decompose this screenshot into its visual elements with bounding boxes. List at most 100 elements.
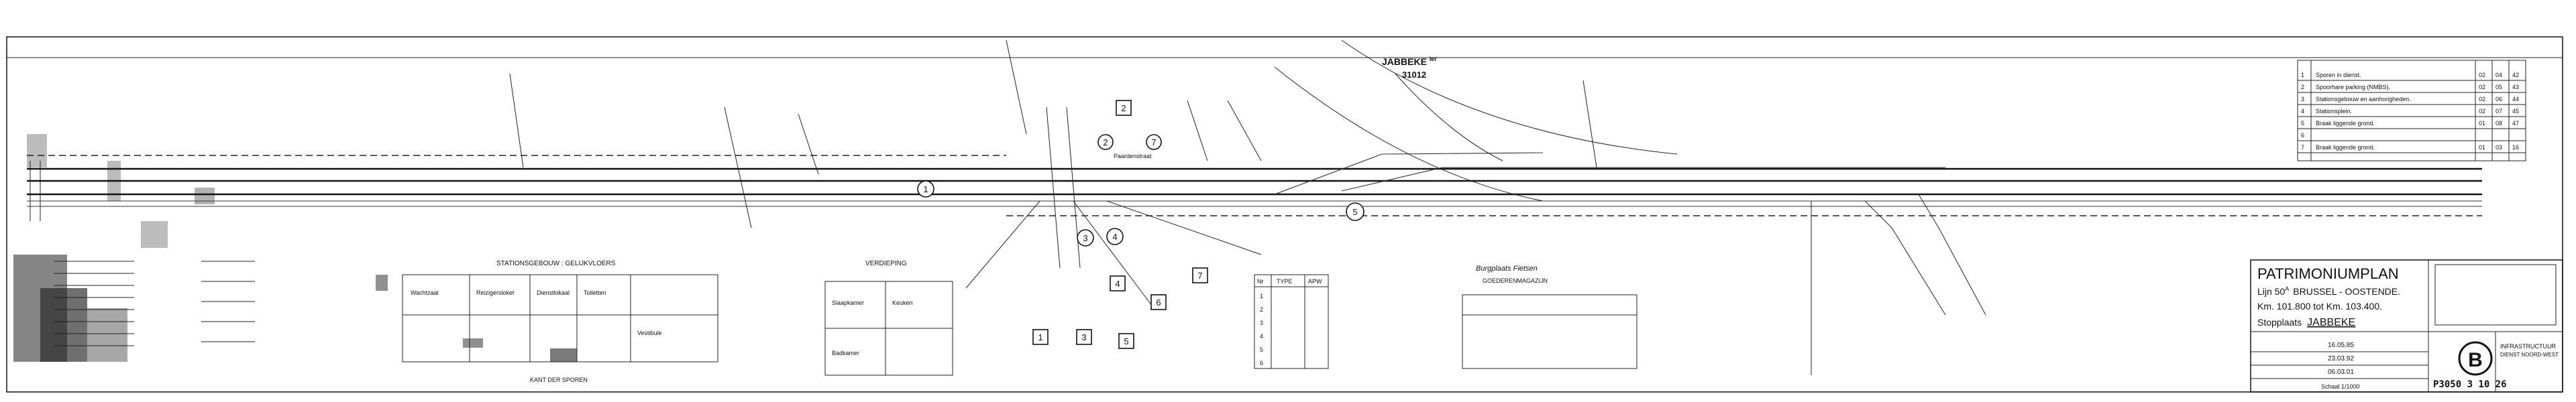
- type-table: Nr TYPE APW 1 2 3 4 5 6: [1254, 274, 1329, 369]
- legend-number: 4: [2301, 108, 2304, 115]
- legend-label: Stationsplein.: [2316, 108, 2352, 115]
- legend-code: 44: [2512, 96, 2519, 103]
- title-block: PATRIMONIUMPLAN Lijn 50A BRUSSEL - OOSTEN…: [2250, 259, 2563, 393]
- room-dienst: Dienstlokaal: [537, 289, 570, 296]
- type-col-nr: Nr: [1257, 278, 1264, 285]
- level-crossing: [509, 40, 1812, 375]
- title-stop-label: Stopplaats: [2257, 317, 2302, 328]
- title-route: BRUSSEL - OOSTENDE.: [2293, 286, 2400, 297]
- sheet-frame: [6, 36, 2563, 393]
- legend-label: Spoorhare parking (NMBS).: [2316, 84, 2390, 90]
- legend-code: 02: [2479, 96, 2485, 103]
- legend-label: Stationsgebouw en aanhorigheden.: [2316, 96, 2411, 103]
- legend-code: 47: [2512, 120, 2519, 127]
- title-line: Lijn 50: [2257, 286, 2285, 297]
- box-marker-2: 2: [1121, 103, 1126, 113]
- legend-code: 03: [2496, 144, 2502, 151]
- scan-noise: [13, 134, 577, 362]
- box-marker-5: 5: [1124, 336, 1128, 346]
- room-keuken: Keuken: [892, 299, 913, 306]
- legend-number: 6: [2301, 132, 2304, 139]
- boxed-markers: 1 2 3 4 5 6 7: [1032, 100, 1208, 349]
- legend-code: 05: [2496, 84, 2502, 90]
- road-label: Paardenstraat: [1114, 153, 1152, 159]
- legend-code: 07: [2496, 108, 2502, 115]
- type-row-5: 5: [1260, 346, 1263, 353]
- room-wachtzaal: Wachtzaal: [411, 289, 439, 296]
- circle-marker-2: 2: [1103, 137, 1108, 147]
- title-stop-name: JABBEKE: [2307, 317, 2355, 328]
- type-col-type: TYPE: [1277, 278, 1293, 285]
- inset-station-title: STATIONSGEBOUW : GELIJKVLOERS: [496, 260, 616, 267]
- left-margin-labels: [30, 161, 41, 221]
- type-row-3: 3: [1260, 320, 1263, 326]
- title-line-sup: A: [2285, 285, 2289, 292]
- circle-marker-5: 5: [1352, 207, 1357, 217]
- legend-code: 08: [2496, 120, 2502, 127]
- circle-marker-4: 4: [1112, 232, 1117, 242]
- legend-number: 7: [2301, 144, 2304, 151]
- legend-label: Braak liggende grond.: [2316, 144, 2375, 151]
- legend-code: 04: [2496, 72, 2502, 78]
- inset-station-building: STATIONSGEBOUW : GELIJKVLOERS Wachtzaal …: [402, 260, 718, 383]
- legend-table: 1 Sporen in dienst. 02 04 42 2 Spoorhare parki…: [2297, 60, 2526, 161]
- inset-verdieping: VERDIEPING Slaapkamer Keuken Badkamer: [824, 260, 953, 376]
- circle-marker-1: 1: [923, 184, 928, 194]
- circled-markers: 1 2 3 4 5 7: [917, 134, 1364, 247]
- legend-number: 5: [2301, 120, 2304, 127]
- legend-code: 43: [2512, 84, 2519, 90]
- station-name: JABBEKE: [1382, 56, 1427, 67]
- svg-text:B: B: [2468, 349, 2483, 371]
- legend-code: 01: [2479, 120, 2485, 127]
- goederen-sub: GOEDERENMAGAZIJN: [1483, 277, 1548, 284]
- room-slaapkamer: Slaapkamer: [832, 299, 864, 306]
- room-vestibule: Vestibule: [637, 330, 662, 336]
- title-scale: Schaal 1/1000: [2321, 383, 2360, 390]
- legend-code: 01: [2479, 144, 2485, 151]
- drawing-number: P3050 3 10 26: [2433, 379, 2507, 390]
- verdieping-title: VERDIEPING: [865, 260, 907, 267]
- left-legend: [54, 261, 255, 346]
- type-row-4: 4: [1260, 333, 1263, 340]
- box-marker-1: 1: [1038, 332, 1042, 342]
- circle-marker-7: 7: [1151, 137, 1156, 147]
- date-3: 06.03.01: [2328, 368, 2354, 376]
- goederen-title: Burgplaats Fietsen: [1476, 265, 1538, 273]
- box-marker-3: 3: [1081, 332, 1086, 342]
- legend-number: 2: [2301, 84, 2304, 90]
- kant-sporen: KANT DER SPOREN: [530, 377, 588, 383]
- date-1: 16.05.85: [2328, 342, 2354, 349]
- circle-marker-3: 3: [1083, 233, 1087, 243]
- box-marker-7: 7: [1197, 271, 1202, 281]
- legend-label: Sporen in dienst.: [2316, 72, 2361, 78]
- room-loket: Reizigersloket: [476, 289, 515, 296]
- title-org: INFRASTRUCTUUR: [2500, 343, 2556, 350]
- legend-label: Braak liggende grond.: [2316, 120, 2375, 127]
- station-superscript: Ier: [1430, 56, 1438, 62]
- inset-goederen: Burgplaats Fietsen GOEDERENMAGAZIJN: [1462, 265, 1638, 369]
- title-main: PATRIMONIUMPLAN: [2257, 265, 2399, 282]
- type-row-6: 6: [1260, 360, 1263, 366]
- station-label: JABBEKE Ier 31012 Paardenstraat: [1114, 56, 1437, 159]
- legend-code: 02: [2479, 108, 2485, 115]
- svg-text:JABBEKE Ier: JABBEKE Ier: [1382, 56, 1437, 67]
- legend-number: 1: [2301, 72, 2304, 78]
- date-2: 23.03.92: [2328, 355, 2354, 362]
- station-code: 31012: [1402, 70, 1426, 80]
- legend-code: 02: [2479, 84, 2485, 90]
- legend-number: 3: [2301, 96, 2304, 103]
- nmbs-logo-icon: [2458, 341, 2493, 376]
- box-marker-4: 4: [1115, 279, 1120, 289]
- railway-tracks: [27, 152, 2482, 316]
- box-marker-6: 6: [1156, 297, 1161, 308]
- type-row-2: 2: [1260, 306, 1263, 313]
- type-row-1: 1: [1260, 293, 1263, 299]
- legend-code: 42: [2512, 72, 2519, 78]
- legend-code: 45: [2512, 108, 2519, 115]
- title-km: Km. 101.800 tot Km. 103.400.: [2257, 301, 2382, 312]
- room-badkamer: Badkamer: [832, 350, 859, 356]
- legend-code: 06: [2496, 96, 2502, 103]
